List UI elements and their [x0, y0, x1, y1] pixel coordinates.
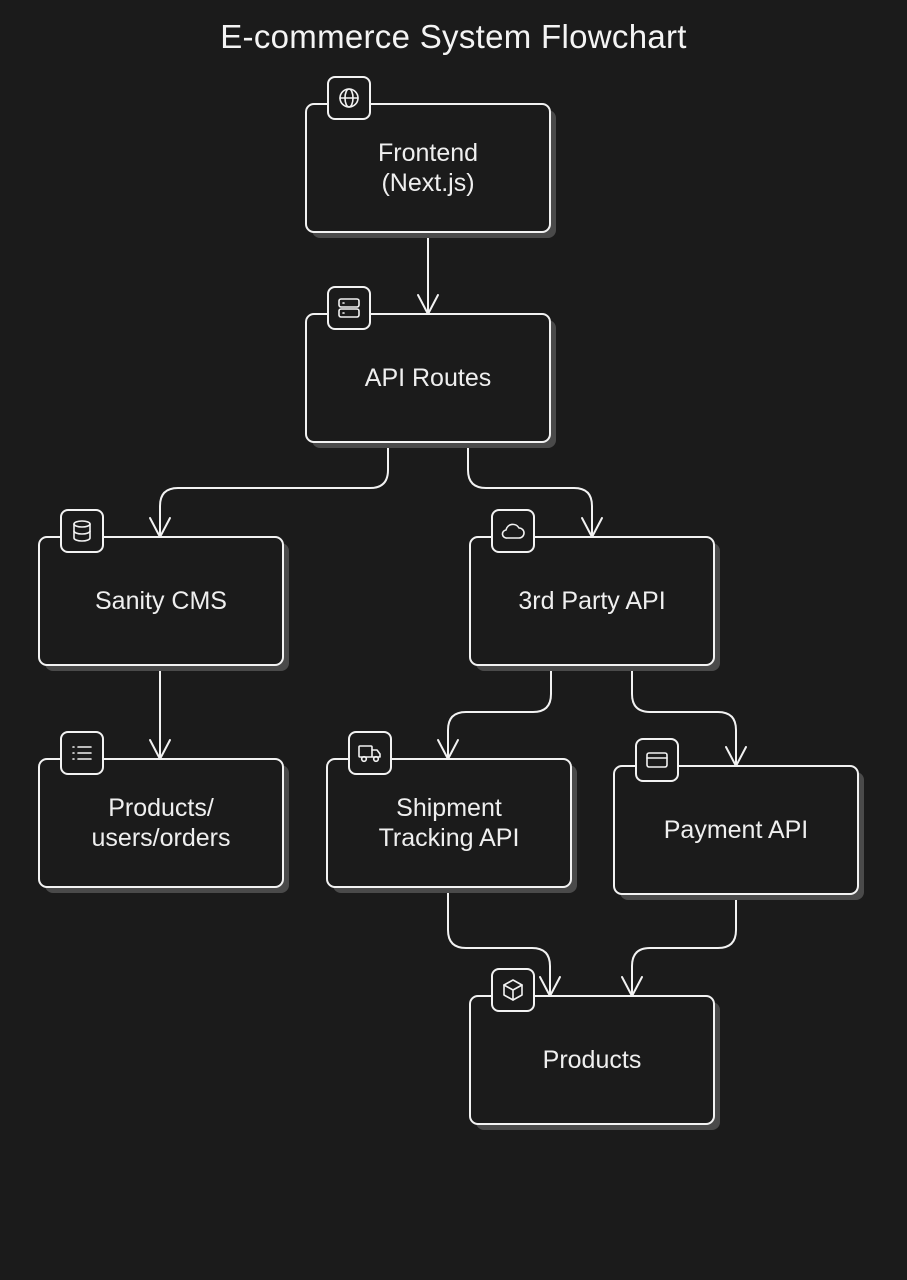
box-icon [491, 968, 535, 1012]
truck-icon [348, 731, 392, 775]
node-products-users-orders [38, 731, 289, 893]
nodes-layer [38, 76, 864, 1130]
node-label-products: Products [542, 1046, 642, 1074]
diagram-title: E-commerce System Flowchart [220, 18, 687, 55]
edge-payment-api-to-products [621, 893, 737, 997]
node-label-frontend: Frontend (Next.js) [377, 139, 479, 197]
edge-third-party-api-to-shipment-tracking-api [437, 664, 552, 760]
node-payment-api [613, 738, 864, 900]
node-sanity-cms [38, 509, 289, 671]
node-frontend [305, 76, 556, 238]
list-icon [60, 731, 104, 775]
edge-sanity-cms-to-products-users-orders [149, 664, 171, 760]
node-label-sanity-cms: Sanity CMS [95, 587, 227, 615]
node-label-api-routes: API Routes [364, 364, 492, 392]
node-label-third-party-api: 3rd Party API [518, 587, 666, 615]
node-api-routes [305, 286, 556, 448]
credit-card-icon [635, 738, 679, 782]
server-icon [327, 286, 371, 330]
database-icon [60, 509, 104, 553]
node-shipment-tracking-api [326, 731, 577, 893]
node-box [613, 765, 859, 895]
node-label-payment-api: Payment API [663, 816, 809, 844]
node-products [469, 968, 720, 1130]
node-box [38, 758, 284, 888]
globe-icon [327, 76, 371, 120]
edge-api-routes-to-sanity-cms [149, 441, 389, 538]
node-label-shipment-tracking-api: Shipment Tracking API [378, 794, 520, 852]
node-label-products-users-orders: Products/ users/orders [91, 794, 231, 852]
node-box [326, 758, 572, 888]
edge-frontend-to-api-routes [417, 231, 439, 315]
node-box [469, 536, 715, 666]
node-box [469, 995, 715, 1125]
node-box [305, 313, 551, 443]
node-box [305, 103, 551, 233]
cloud-icon [491, 509, 535, 553]
node-third-party-api [469, 509, 720, 671]
node-box [38, 536, 284, 666]
